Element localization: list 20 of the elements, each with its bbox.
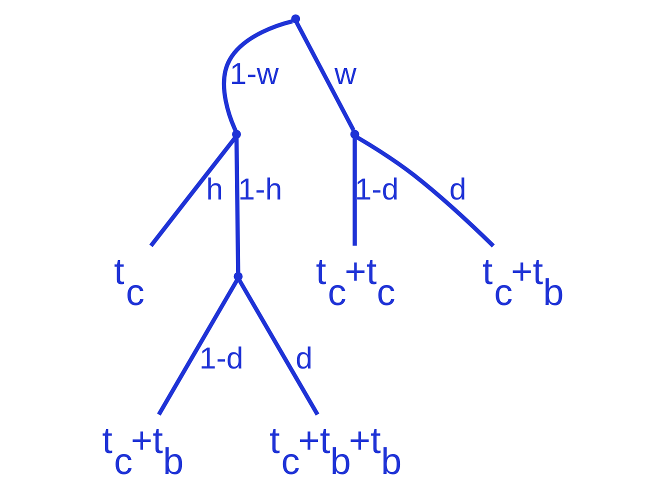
node-point [350,130,360,139]
edge-label: 1-d [199,341,244,376]
node-point [291,14,300,24]
connector [234,138,240,273]
connector [222,19,293,132]
connector [294,21,356,132]
node-point [234,272,243,281]
connector [157,278,239,416]
edge-label: d [449,172,466,206]
edge-label: 1-w [230,56,279,91]
connector [149,136,237,248]
connector [237,278,320,416]
edge-label: 1-h [238,172,282,206]
connector [356,136,495,248]
edge-label: d [296,341,313,376]
connector [352,138,357,246]
edge-label: h [206,172,224,206]
edge-label: w [334,56,356,91]
node-point [232,130,241,139]
edge-label: 1-d [354,172,399,206]
